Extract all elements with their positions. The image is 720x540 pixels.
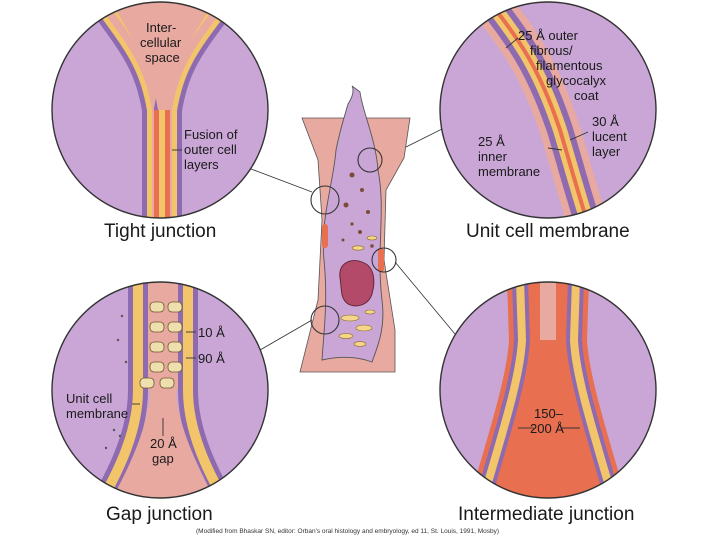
- label-20-angstrom-gap: 20 Å gap: [150, 436, 180, 466]
- label-lucent-layer: 30 Å lucent layer: [592, 114, 630, 159]
- gap-junction-title: Gap junction: [106, 504, 213, 525]
- gap-junction-panel: 10 Å 90 Å Unit cell membrane 20 Å gap Ga…: [51, 281, 269, 525]
- label-90-angstrom: 90 Å: [198, 351, 225, 366]
- source-citation: (Modified from Bhaskar SN, editor: Orban…: [196, 528, 499, 535]
- organelles: [341, 172, 374, 248]
- label-outer-coat: 25 Å outer fibrous/ filamentous glycocal…: [518, 28, 610, 103]
- label-intercellular-space: Inter- cellular space: [140, 20, 185, 65]
- label-10-angstrom: 10 Å: [198, 325, 225, 340]
- junction-marker-left: [322, 224, 328, 248]
- tight-junction-title: Tight junction: [104, 221, 216, 242]
- junction-marker-right: [378, 248, 384, 272]
- nucleus: [339, 260, 375, 307]
- central-cell-illustration: [299, 85, 411, 373]
- detail-circles: [310, 147, 397, 335]
- label-fusion-outer-layers: Fusion of outer cell layers: [184, 127, 241, 172]
- mitochondria: [338, 235, 378, 347]
- label-150-200-angstrom: 150– 200 Å: [530, 406, 567, 436]
- intermediate-junction-title: Intermediate junction: [458, 504, 634, 525]
- tight-junction-panel: Inter- cellular space Fusion of outer ce…: [51, 1, 269, 242]
- unit-cell-membrane-panel: 25 Å outer fibrous/ filamentous glycocal…: [439, 1, 657, 242]
- connexons: [139, 301, 183, 389]
- label-unit-cell-membrane: Unit cell membrane: [66, 391, 128, 421]
- unit-cell-membrane-title: Unit cell membrane: [466, 221, 630, 242]
- intermediate-junction-panel: 150– 200 Å Intermediate junction: [439, 281, 657, 525]
- label-inner-membrane: 25 Å inner membrane: [478, 134, 540, 179]
